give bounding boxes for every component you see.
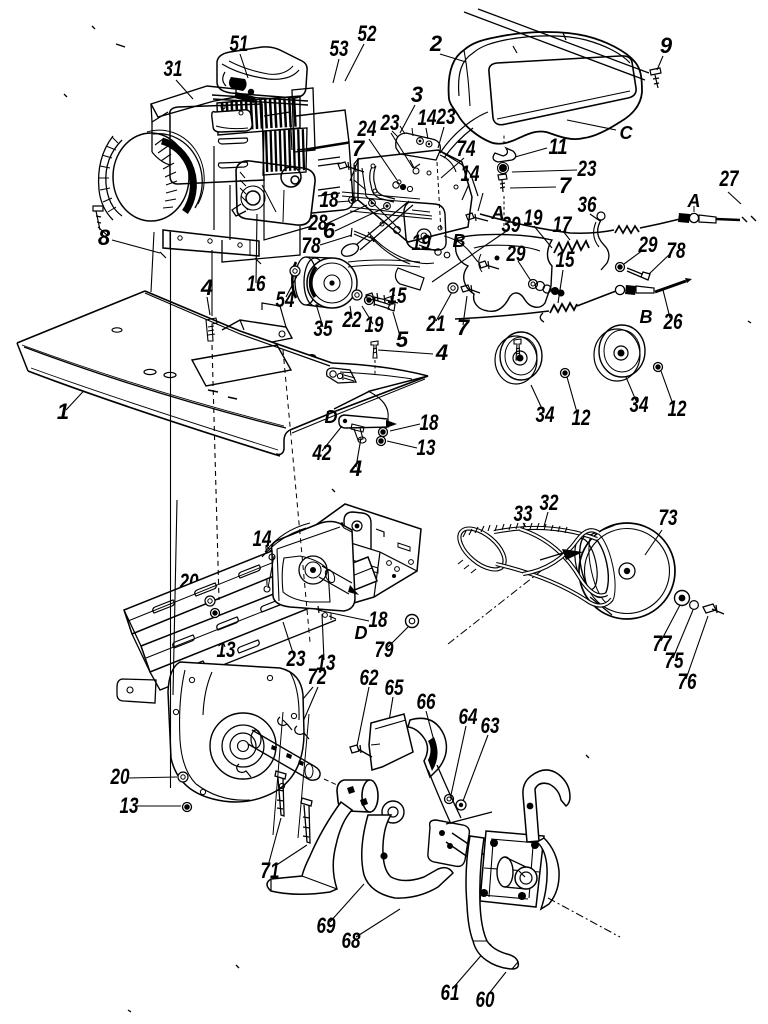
svg-text:60: 60 — [476, 987, 496, 1012]
svg-text:34: 34 — [630, 392, 649, 417]
svg-text:75: 75 — [665, 648, 685, 673]
svg-text:64: 64 — [459, 704, 478, 729]
svg-text:18: 18 — [320, 187, 340, 212]
svg-text:54: 54 — [276, 287, 295, 312]
svg-text:34: 34 — [536, 402, 555, 427]
svg-text:7: 7 — [559, 173, 573, 198]
svg-text:7: 7 — [352, 136, 366, 161]
svg-text:12: 12 — [572, 405, 592, 430]
svg-text:73: 73 — [659, 505, 678, 530]
svg-text:24: 24 — [357, 116, 377, 141]
svg-text:11: 11 — [549, 134, 568, 159]
svg-text:21: 21 — [426, 311, 446, 336]
svg-text:69: 69 — [317, 913, 337, 938]
svg-text:68: 68 — [342, 928, 362, 953]
svg-text:13: 13 — [317, 650, 336, 675]
svg-text:4: 4 — [200, 275, 213, 300]
svg-text:29: 29 — [638, 232, 658, 257]
svg-text:23: 23 — [436, 104, 456, 129]
svg-text:1: 1 — [57, 399, 69, 424]
svg-text:33: 33 — [514, 501, 533, 526]
svg-text:31: 31 — [164, 56, 183, 81]
svg-text:52: 52 — [358, 21, 378, 46]
svg-text:18: 18 — [420, 410, 440, 435]
svg-text:A: A — [687, 191, 701, 211]
svg-text:23: 23 — [577, 156, 597, 181]
svg-text:78: 78 — [667, 238, 687, 263]
svg-text:20: 20 — [110, 764, 130, 789]
svg-text:B: B — [640, 307, 653, 327]
svg-text:B: B — [453, 231, 466, 251]
svg-text:77: 77 — [653, 631, 673, 656]
svg-text:74: 74 — [457, 136, 476, 161]
svg-text:4: 4 — [435, 340, 448, 365]
svg-text:12: 12 — [668, 396, 688, 421]
svg-text:71: 71 — [261, 858, 280, 883]
svg-text:16: 16 — [247, 271, 267, 296]
svg-text:23: 23 — [286, 646, 306, 671]
svg-text:23: 23 — [380, 110, 400, 135]
svg-text:14: 14 — [253, 526, 272, 551]
svg-text:15: 15 — [556, 247, 576, 272]
svg-text:76: 76 — [678, 669, 698, 694]
svg-text:22: 22 — [342, 307, 362, 332]
svg-text:32: 32 — [540, 490, 560, 515]
svg-text:9: 9 — [660, 33, 673, 58]
svg-text:36: 36 — [578, 192, 598, 217]
svg-text:13: 13 — [417, 435, 436, 460]
svg-text:8: 8 — [98, 225, 111, 250]
svg-text:18: 18 — [369, 607, 389, 632]
svg-text:19: 19 — [524, 205, 544, 230]
svg-text:35: 35 — [314, 316, 334, 341]
svg-text:53: 53 — [330, 36, 349, 61]
svg-text:2: 2 — [429, 31, 443, 56]
svg-text:3: 3 — [411, 82, 423, 107]
svg-text:5: 5 — [396, 327, 409, 352]
svg-text:27: 27 — [719, 166, 740, 191]
svg-text:13: 13 — [120, 793, 139, 818]
svg-text:28: 28 — [308, 210, 328, 235]
svg-text:7: 7 — [457, 315, 471, 340]
svg-text:72: 72 — [308, 664, 328, 689]
svg-text:78: 78 — [302, 233, 322, 258]
svg-text:42: 42 — [312, 440, 332, 465]
svg-text:63: 63 — [481, 713, 500, 738]
svg-text:65: 65 — [385, 675, 405, 700]
svg-text:26: 26 — [663, 309, 683, 334]
svg-text:14: 14 — [418, 105, 437, 130]
svg-text:D: D — [355, 623, 368, 643]
svg-text:79: 79 — [375, 637, 395, 662]
svg-text:29: 29 — [506, 241, 526, 266]
svg-text:66: 66 — [417, 689, 437, 714]
svg-text:4: 4 — [349, 456, 362, 481]
svg-text:6: 6 — [323, 218, 336, 243]
svg-text:C: C — [620, 123, 634, 143]
svg-text:62: 62 — [360, 665, 380, 690]
